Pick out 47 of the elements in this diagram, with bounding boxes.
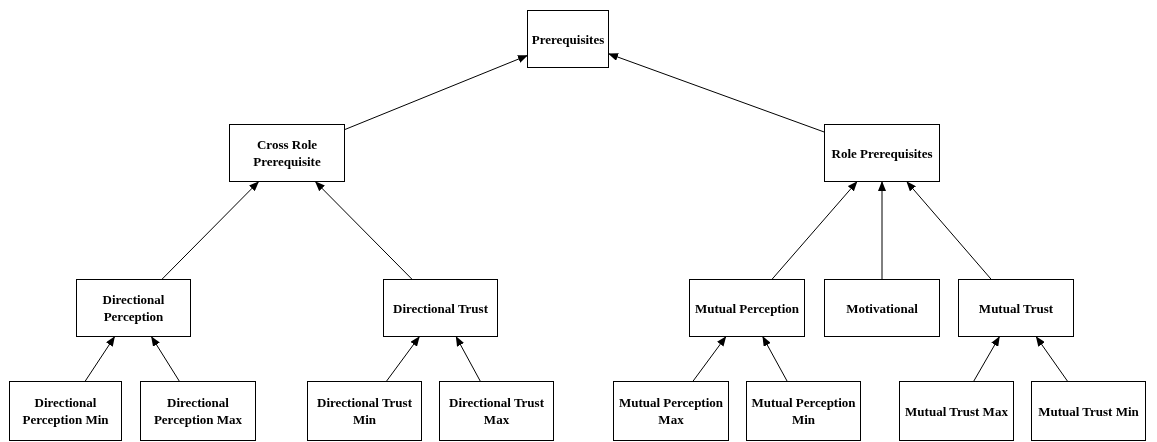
- box-label: Directional Perception Min: [21, 394, 110, 428]
- arrow: [771, 181, 858, 280]
- box-label: Directional Perception Max: [152, 394, 244, 428]
- process-box: [140, 381, 256, 441]
- process-box: [76, 279, 191, 337]
- box-label: Directional Trust Min: [316, 394, 413, 428]
- box-label: Directional Trust Max: [448, 394, 545, 428]
- box-label: Prerequisites: [531, 30, 605, 48]
- box-label: Mutual Perception Max: [618, 394, 724, 428]
- arrow: [386, 336, 420, 382]
- arrow: [161, 181, 259, 280]
- process-box: [613, 381, 729, 441]
- box-label: Mutual Trust Min: [1038, 402, 1139, 420]
- arrow: [608, 53, 825, 133]
- box-label: Mutual Trust: [978, 299, 1054, 317]
- process-box: [746, 381, 861, 441]
- box-label: Mutual Trust Max: [905, 402, 1008, 420]
- box-label: Mutual Perception Min: [751, 394, 856, 428]
- arrow: [762, 336, 788, 382]
- process-box: [824, 124, 940, 182]
- process-box: [307, 381, 422, 441]
- arrow: [315, 181, 413, 280]
- arrow: [1035, 336, 1068, 382]
- box-label: Mutual Perception: [694, 299, 800, 317]
- box-label: Directional Trust: [393, 299, 488, 317]
- process-box: [824, 279, 940, 337]
- process-box: [439, 381, 554, 441]
- process-box: [899, 381, 1014, 441]
- box-label: Role Prerequisites: [831, 144, 933, 162]
- process-box: [383, 279, 498, 337]
- box-label: Cross Role Prerequisite: [252, 136, 322, 170]
- process-box: [9, 381, 122, 441]
- arrow: [455, 336, 481, 382]
- arrow: [151, 336, 180, 382]
- process-box: [689, 279, 805, 337]
- arrow: [344, 55, 528, 130]
- process-box: [229, 124, 345, 182]
- process-box: [527, 10, 609, 68]
- arrow: [878, 181, 886, 280]
- box-label: Directional Perception: [101, 291, 166, 325]
- box-label: Motivational: [846, 299, 918, 317]
- process-box: [1031, 381, 1146, 441]
- arrow: [84, 336, 115, 382]
- arrow: [692, 336, 727, 382]
- arrow: [973, 336, 1000, 382]
- process-box: [958, 279, 1074, 337]
- arrow: [906, 181, 992, 280]
